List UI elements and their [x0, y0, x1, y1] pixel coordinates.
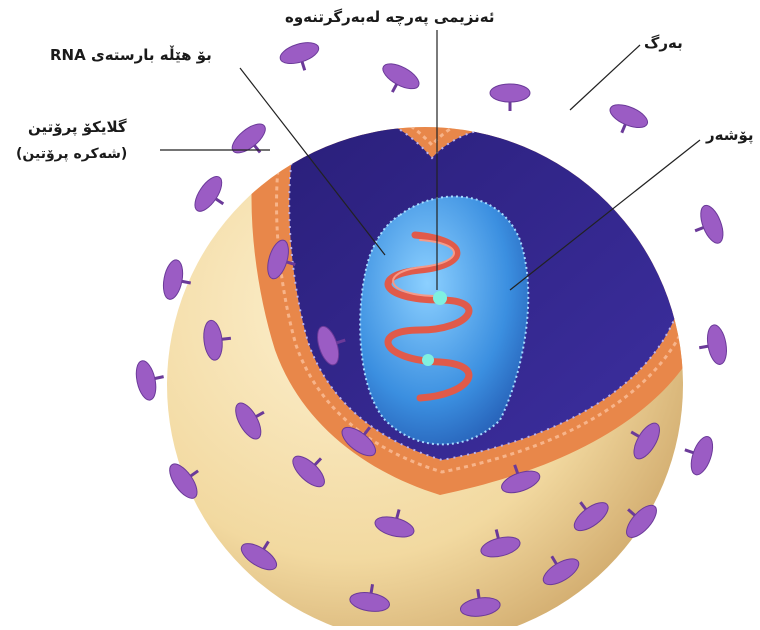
glycoprotein-spike	[678, 431, 716, 478]
glycoprotein-spike	[190, 172, 235, 220]
glycoprotein-spike	[696, 323, 729, 367]
glycoprotein-spike	[228, 119, 276, 165]
label-rna-template: بۆ هێڵە بارستەی RNA	[50, 46, 212, 64]
reverse-transcriptase-enzyme	[433, 291, 447, 305]
reverse-transcriptase-enzyme-2	[422, 354, 434, 366]
glycoprotein-spike	[603, 100, 650, 140]
label-glycoprotein-note: (شەکرە پرۆتین)	[16, 146, 127, 162]
leader-envelope	[570, 45, 640, 110]
glycoprotein-spike	[688, 202, 728, 249]
capsid-cone	[360, 196, 528, 444]
glycoprotein-spike	[278, 39, 324, 77]
label-capsid: پۆشەر	[706, 126, 754, 144]
glycoprotein-spike	[490, 84, 530, 111]
label-reverse-transcriptase: ئەنزیمی پەرچە لەبەرگرتنەوە	[285, 8, 494, 26]
glycoprotein-spike	[375, 59, 423, 102]
glycoprotein-spike	[133, 357, 168, 402]
label-envelope: بەرگ	[644, 34, 683, 52]
label-glycoprotein: گلایکۆ پرۆتین	[28, 118, 127, 136]
